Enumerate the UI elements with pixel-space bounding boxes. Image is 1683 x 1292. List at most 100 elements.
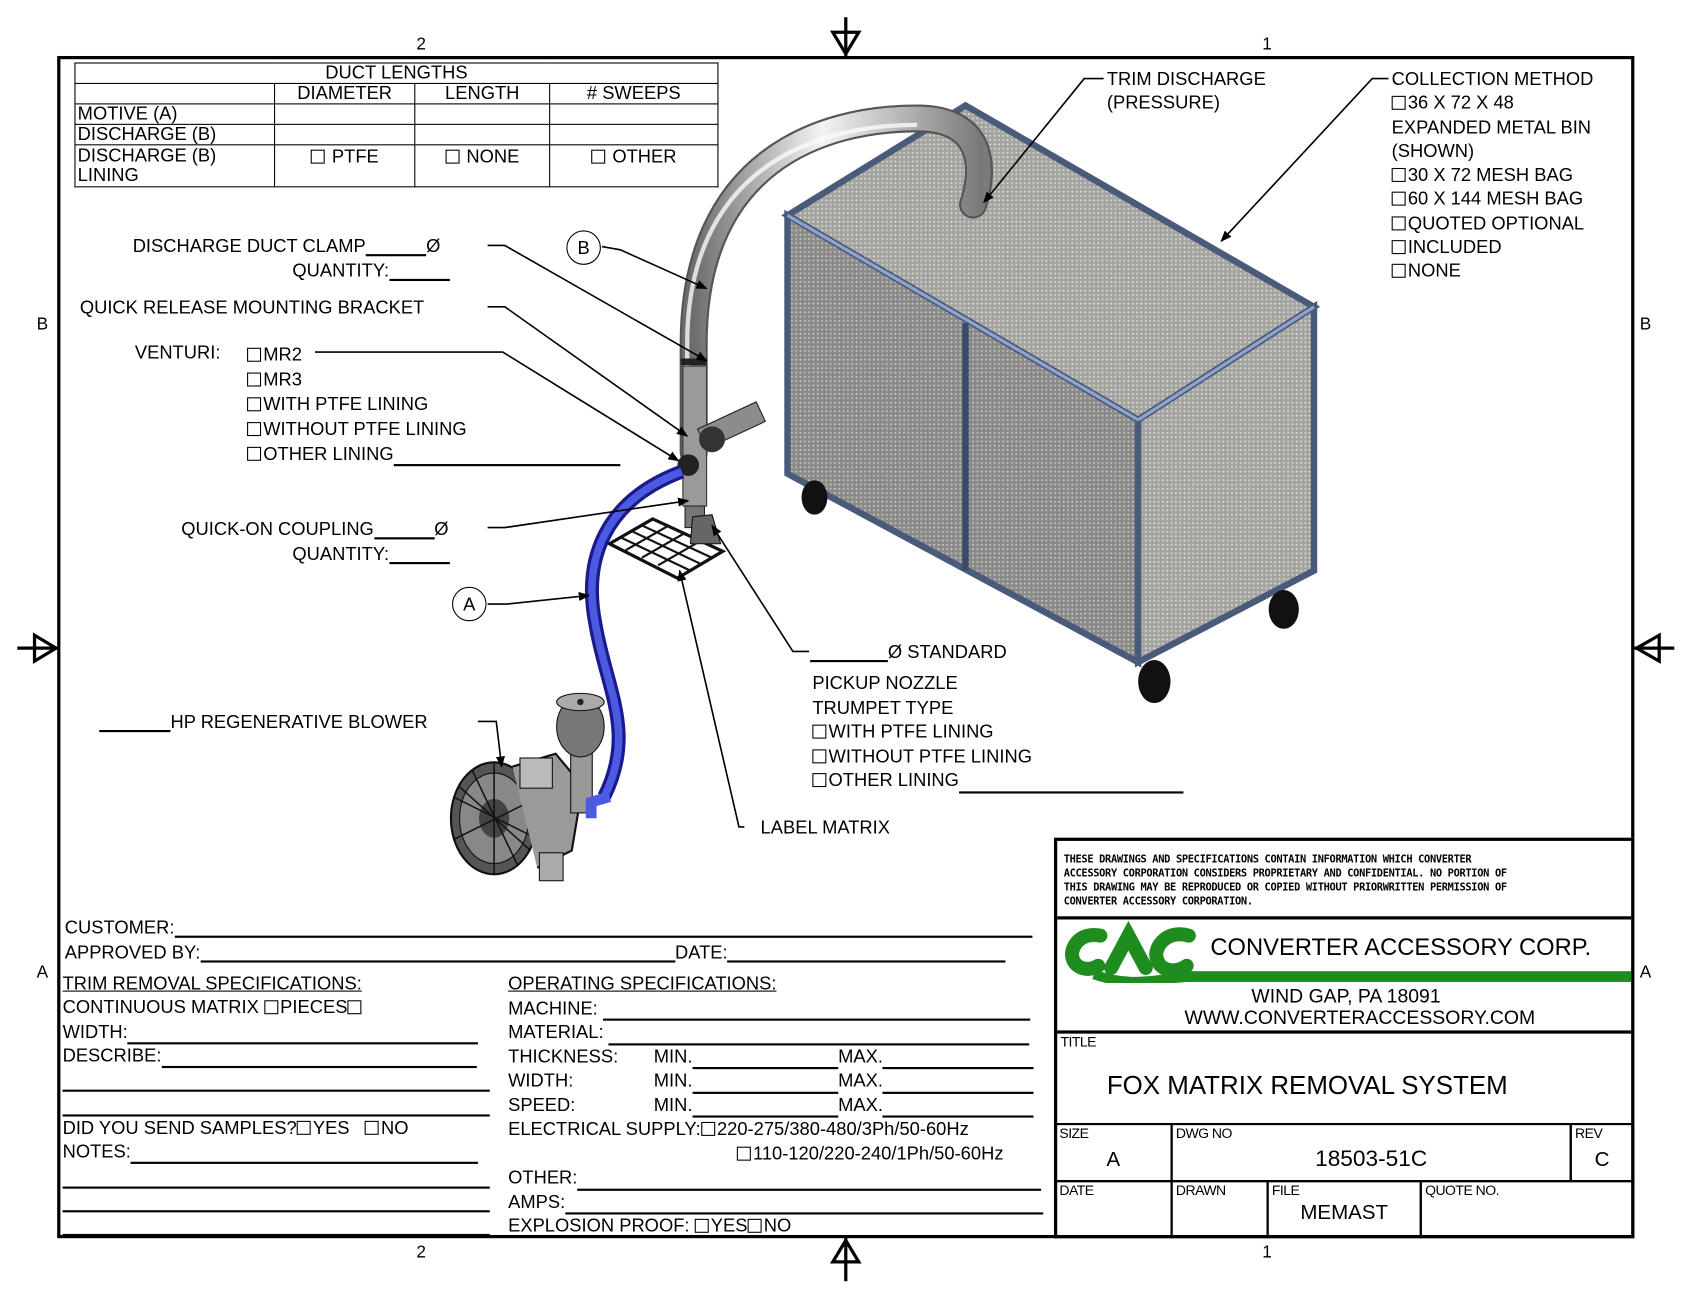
sweeps-cell[interactable] [549,103,719,125]
notes-input[interactable] [130,1147,479,1165]
venturi-option[interactable]: MR2 [247,342,620,367]
checkbox[interactable] [310,149,325,164]
thickness-min-input[interactable] [692,1052,839,1070]
checkbox[interactable] [247,347,262,362]
width-min-input[interactable] [692,1076,839,1094]
checkbox[interactable] [247,397,262,412]
pickup-option[interactable]: WITH PTFE LINING [812,720,1183,744]
collection-option[interactable]: 60 X 144 MESH BAG [1391,188,1594,212]
sweeps-cell[interactable] [549,123,719,146]
thickness-max-input[interactable] [882,1052,1034,1070]
collection-option[interactable]: QUOTED OPTIONAL [1391,212,1594,236]
explosion-no-checkbox[interactable] [747,1218,762,1233]
speed-min-input[interactable] [692,1100,839,1118]
checkbox[interactable] [1391,264,1406,279]
describe-input-line[interactable] [62,1075,490,1093]
electrical-3ph-checkbox[interactable] [700,1121,715,1136]
other-lining-blank[interactable] [393,449,621,467]
clamp-quantity: QUANTITY: [292,261,450,282]
material-input[interactable] [608,1028,1030,1045]
pickup-option[interactable]: OTHER LINING [812,769,1184,793]
clamp-diameter-blank[interactable] [365,239,427,257]
approved-by-input[interactable] [200,945,675,963]
describe-input[interactable] [161,1051,477,1069]
title-label: TITLE [1060,1033,1096,1050]
coupling-diameter-blank[interactable] [373,522,435,540]
length-cell[interactable] [414,103,551,125]
explosion-yes-checkbox[interactable] [694,1218,709,1233]
checkbox[interactable] [591,149,606,164]
company-address: WIND GAP, PA 18091 [1251,985,1441,1007]
checkbox[interactable] [1391,192,1406,207]
samples-yes-checkbox[interactable] [296,1120,311,1135]
venturi-option[interactable]: WITH PTFE LINING [247,392,620,417]
diameter-symbol: Ø [426,235,441,257]
venturi-option[interactable]: WITHOUT PTFE LINING [247,417,620,442]
nozzle-diameter-blank[interactable] [810,645,888,663]
lining-option-ptfe[interactable]: PTFE [274,144,416,188]
samples-no-checkbox[interactable] [364,1120,379,1135]
other-lining-blank[interactable] [958,776,1184,793]
checkbox[interactable] [1391,96,1406,111]
width-max-input[interactable] [882,1076,1034,1094]
duct-table-header: DIAMETER [274,82,416,105]
rev-cell: REV C [1569,1122,1635,1183]
checkbox[interactable] [1391,240,1406,255]
checkbox[interactable] [1391,168,1406,183]
notes-input-line[interactable] [62,1219,490,1237]
trim-specs-title: TRIM REMOVAL SPECIFICATIONS: [62,973,362,994]
clamp-quantity-blank[interactable] [389,264,450,282]
notes-input-line[interactable] [62,1171,490,1189]
electrical-1ph-checkbox[interactable] [736,1146,751,1161]
lining-option-none[interactable]: NONE [414,144,551,188]
checkbox[interactable] [247,422,262,437]
describe-input-line[interactable] [62,1099,490,1117]
title-block: THESE DRAWINGS AND SPECIFICATIONS CONTAI… [1053,837,1635,1239]
checkbox[interactable] [1391,216,1406,231]
pickup-option[interactable]: WITHOUT PTFE LINING [812,745,1183,769]
length-cell[interactable] [414,123,551,146]
coupling-quantity-blank[interactable] [389,547,450,565]
checkbox[interactable] [247,372,262,387]
other-input[interactable] [577,1173,1042,1191]
checkbox[interactable] [445,149,460,164]
continuous-matrix-checkbox[interactable] [263,1000,279,1015]
checkbox[interactable] [812,748,827,763]
checkbox[interactable] [812,724,827,739]
centering-arrow-left [17,632,60,664]
diameter-cell[interactable] [274,123,416,146]
motive-hose [585,465,685,800]
regenerative-blower [449,692,612,882]
checkbox[interactable] [247,446,262,461]
notes-input-line[interactable] [62,1195,490,1213]
marker-b: B [566,230,601,265]
collection-option[interactable]: INCLUDED [1391,236,1594,260]
pickup-nozzle [606,514,727,581]
hp-blank[interactable] [99,715,171,733]
customer-input[interactable] [174,921,1033,938]
table-row: MOTIVE (A) [74,103,719,125]
collection-option[interactable]: 30 X 72 MESH BAG [1391,164,1594,188]
amps-input[interactable] [565,1197,1044,1215]
collection-option[interactable]: 36 X 72 X 48 [1391,92,1594,116]
width-input[interactable] [127,1027,479,1045]
speed-max-input[interactable] [882,1100,1034,1118]
venturi-option[interactable]: OTHER LINING [247,441,621,467]
diameter-cell[interactable] [274,103,416,125]
machine-input[interactable] [602,1003,1031,1021]
file-cell: FILE MEMAST [1266,1180,1422,1239]
collection-option[interactable]: NONE [1391,260,1594,284]
company-name: CONVERTER ACCESSORY CORP. [1210,933,1592,961]
zone-col-label: 1 [1262,35,1272,54]
duct-table-header [74,82,276,105]
row-label: DISCHARGE (B) [77,145,217,166]
duct-table-header: # SWEEPS [549,82,719,105]
venturi-option[interactable]: MR3 [247,367,620,392]
centering-arrow-bottom [829,1237,862,1282]
checkbox[interactable] [812,773,827,788]
pieces-checkbox[interactable] [347,1000,362,1015]
size-cell: SIZE A [1053,1122,1173,1183]
date-input[interactable] [727,945,1006,963]
lining-option-other[interactable]: OTHER [549,144,719,188]
